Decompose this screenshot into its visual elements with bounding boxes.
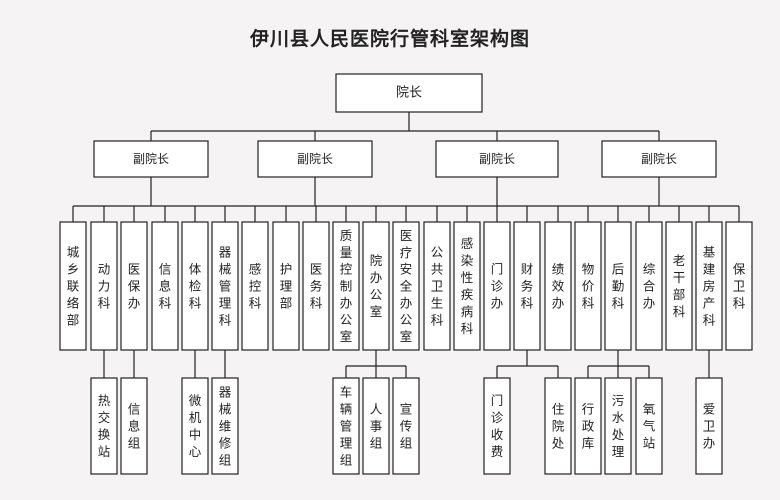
department-box	[453, 221, 481, 351]
deputy-label: 副院长	[133, 152, 169, 166]
department-label: 公共卫生科	[431, 245, 444, 328]
department-label: 器械管理科	[219, 245, 232, 328]
department-box	[151, 221, 179, 351]
department-box	[544, 221, 572, 351]
department-label: 感染性疾病科	[461, 236, 474, 336]
department-label: 医保办	[128, 262, 141, 311]
sub-unit-label: 氧气站	[643, 402, 656, 451]
deputy-label: 副院长	[297, 152, 333, 166]
department-box	[59, 221, 87, 351]
department-label: 医疗安全办公室	[400, 228, 413, 344]
department-label: 体检科	[189, 262, 202, 311]
department-label: 动力科	[98, 262, 111, 311]
root-box	[335, 73, 483, 113]
department-label: 老干部科	[673, 253, 686, 319]
sub-unit-box	[332, 377, 360, 475]
department-box	[392, 221, 420, 351]
sub-unit-box	[392, 377, 420, 475]
sub-unit-label: 行政库	[582, 402, 595, 451]
deputy-box	[601, 140, 717, 178]
department-box	[695, 221, 723, 351]
department-box	[272, 221, 300, 351]
deputy-box	[93, 140, 209, 178]
sub-unit-label: 爱卫办	[703, 402, 716, 451]
department-label: 质量控制办公室	[340, 228, 353, 344]
sub-unit-label: 门诊收费	[491, 393, 504, 459]
sub-unit-label: 信息组	[128, 402, 141, 451]
department-label: 院办公室	[370, 253, 383, 319]
department-box	[513, 221, 541, 351]
department-box	[423, 221, 451, 351]
deputy-label: 副院长	[479, 152, 515, 166]
department-label: 医务科	[310, 262, 323, 311]
root-label: 院长	[396, 86, 422, 101]
deputy-label: 副院长	[641, 152, 677, 166]
department-label: 财务科	[521, 262, 534, 311]
sub-unit-box	[211, 377, 239, 475]
department-box	[665, 221, 693, 351]
sub-unit-box	[90, 377, 118, 475]
department-label: 保卫科	[733, 262, 746, 311]
deputy-box	[257, 140, 373, 178]
department-box	[725, 221, 753, 351]
sub-unit-label: 宣传组	[400, 402, 413, 451]
sub-unit-label: 人事组	[370, 402, 383, 451]
sub-unit-label: 热交换站	[98, 393, 111, 459]
department-box	[332, 221, 360, 351]
department-box	[483, 221, 511, 351]
sub-unit-box	[574, 377, 602, 475]
department-box	[241, 221, 269, 351]
department-label: 基建房产科	[703, 245, 716, 328]
deputy-box	[435, 140, 559, 178]
department-label: 城乡联络部	[67, 245, 80, 328]
sub-unit-box	[635, 377, 663, 475]
department-label: 感控科	[249, 262, 262, 311]
department-box	[181, 221, 209, 351]
department-box	[635, 221, 663, 351]
sub-unit-label: 器械维修组	[219, 385, 232, 468]
sub-unit-label: 住院处	[552, 402, 565, 451]
sub-unit-box	[544, 377, 572, 475]
department-box	[574, 221, 602, 351]
department-box	[362, 221, 390, 351]
sub-unit-label: 污水处理	[612, 393, 625, 459]
department-label: 综合办	[643, 262, 656, 311]
department-label: 信息科	[159, 262, 172, 311]
sub-unit-box	[181, 377, 209, 475]
sub-unit-box	[695, 377, 723, 475]
department-label: 后勤科	[612, 262, 625, 311]
department-box	[120, 221, 148, 351]
department-label: 护理部	[280, 262, 293, 311]
department-box	[302, 221, 330, 351]
department-box	[211, 221, 239, 351]
sub-unit-box	[120, 377, 148, 475]
sub-unit-box	[483, 377, 511, 475]
department-label: 物价科	[582, 262, 595, 311]
department-label: 门诊办	[491, 262, 504, 311]
sub-unit-box	[604, 377, 632, 475]
chart-title: 伊川县人民医院行管科室架构图	[249, 28, 530, 50]
sub-unit-box	[362, 377, 390, 475]
department-label: 绩效办	[552, 262, 565, 311]
sub-unit-label: 车辆管理组	[340, 385, 353, 468]
sub-unit-label: 微机中心	[189, 393, 202, 459]
